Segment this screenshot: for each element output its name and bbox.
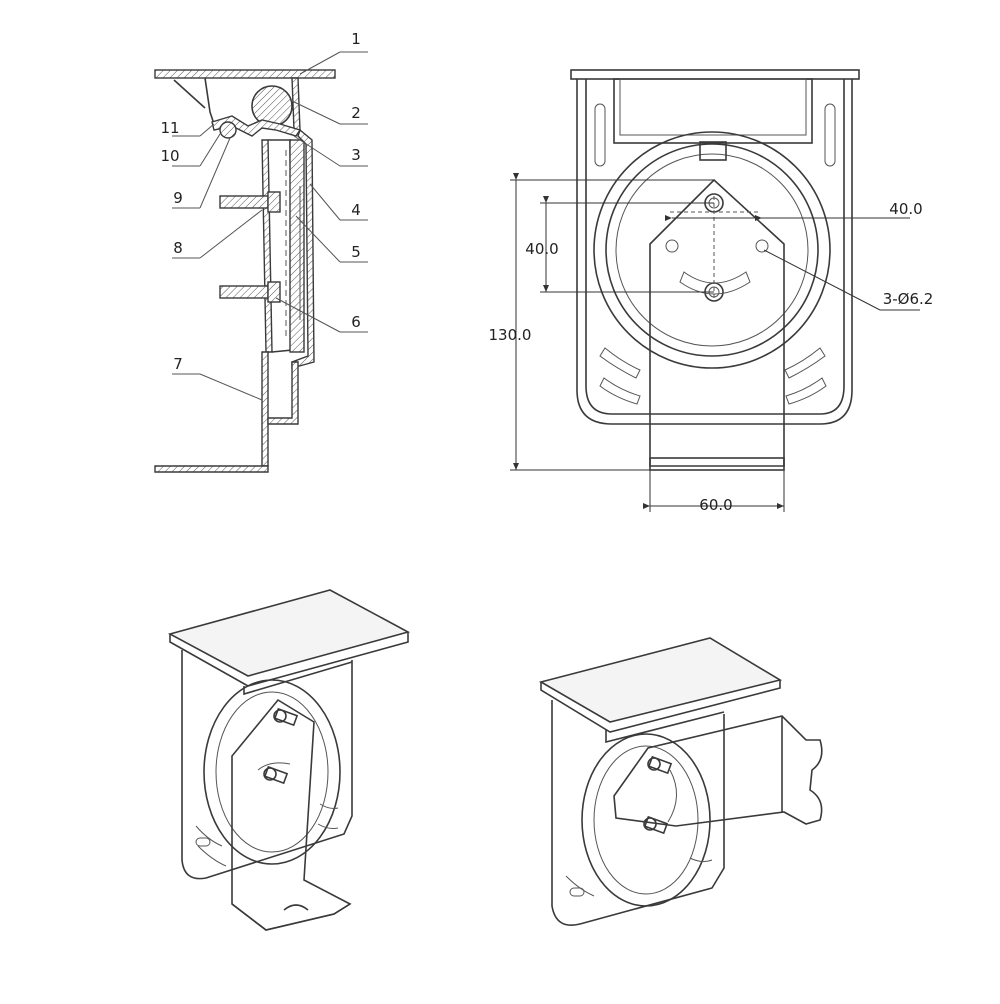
arm-foot-section bbox=[154, 465, 269, 473]
dim-hole-spacing-v: 40.0 bbox=[525, 240, 558, 258]
callout-6: 6 bbox=[351, 313, 361, 331]
isometric-view-down bbox=[167, 589, 411, 931]
top-plate-section bbox=[154, 69, 336, 79]
dim-arm-width: 60.0 bbox=[699, 496, 732, 514]
bolt-lower bbox=[219, 285, 269, 299]
dim-hole-spacing-h: 40.0 bbox=[889, 200, 922, 218]
callout-10: 10 bbox=[160, 147, 179, 165]
stud-bolts bbox=[257, 707, 299, 785]
callout-4: 4 bbox=[351, 201, 361, 219]
dim-holes: 3-Ø6.2 bbox=[883, 290, 934, 308]
section-view: 1 2 3 4 5 6 7 8 9 10 11 bbox=[154, 30, 368, 473]
callout-11: 11 bbox=[160, 119, 179, 137]
callout-3: 3 bbox=[351, 146, 361, 164]
callout-2: 2 bbox=[351, 104, 361, 122]
isometric-view-side bbox=[538, 637, 823, 926]
front-view: 40.0 40.0 130.0 60.0 3-Ø6.2 bbox=[489, 69, 934, 514]
callout-7: 7 bbox=[173, 355, 183, 373]
bolt-upper bbox=[219, 195, 269, 209]
shaft-section bbox=[251, 85, 293, 127]
callout-5: 5 bbox=[351, 243, 361, 261]
callout-1: 1 bbox=[351, 30, 361, 48]
callout-9: 9 bbox=[173, 189, 183, 207]
dim-total-height: 130.0 bbox=[489, 326, 532, 344]
callout-8: 8 bbox=[173, 239, 183, 257]
stud-bolts-side bbox=[643, 755, 677, 835]
